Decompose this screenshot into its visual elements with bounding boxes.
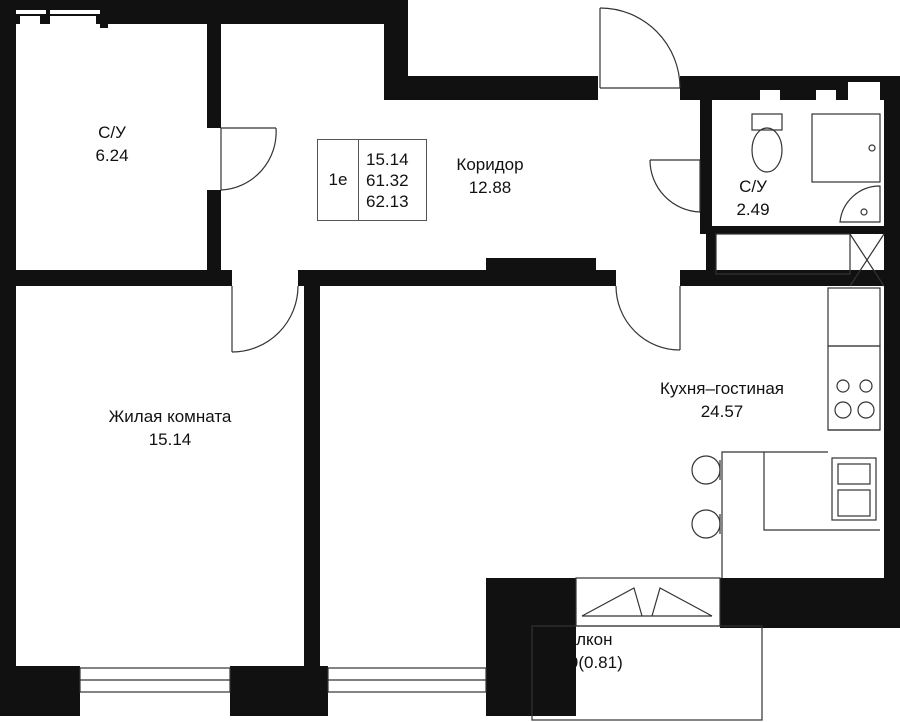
details xyxy=(79,7,885,721)
room-area: 6.24 xyxy=(95,146,129,165)
room-name: Коридор xyxy=(456,155,524,174)
room-label-bathroom-large: С/У 6.24 xyxy=(62,121,162,167)
room-label-balcony: Балкон 2.69(0.81) xyxy=(524,628,644,674)
total-area-with-balcony: 62.13 xyxy=(366,192,409,211)
room-area: 15.14 xyxy=(148,430,192,449)
total-area: 61.32 xyxy=(366,171,409,190)
room-label-living-room: Жилая комната 15.14 xyxy=(70,405,270,451)
room-name: С/У xyxy=(739,177,767,196)
unit-type: 1е xyxy=(328,170,348,189)
room-name: Балкон xyxy=(555,630,613,649)
unit-areas: 15.14 61.32 62.13 xyxy=(366,149,409,212)
room-label-kitchen-living: Кухня–гостиная 24.57 xyxy=(622,377,822,423)
room-label-corridor: Коридор 12.88 xyxy=(430,153,550,199)
room-name: Кухня–гостиная xyxy=(659,379,785,398)
room-area: 2.49 xyxy=(736,200,770,219)
room-area: 2.69(0.81) xyxy=(545,653,623,672)
room-area: 12.88 xyxy=(468,178,512,197)
room-name: Жилая комната xyxy=(108,407,232,426)
summary-divider xyxy=(358,140,359,220)
unit-summary-box: 1е 15.14 61.32 62.13 xyxy=(317,139,427,221)
room-area: 24.57 xyxy=(700,402,744,421)
room-label-bathroom-small: С/У 2.49 xyxy=(718,175,788,221)
room-name: С/У xyxy=(98,123,126,142)
living-area: 15.14 xyxy=(366,150,409,169)
